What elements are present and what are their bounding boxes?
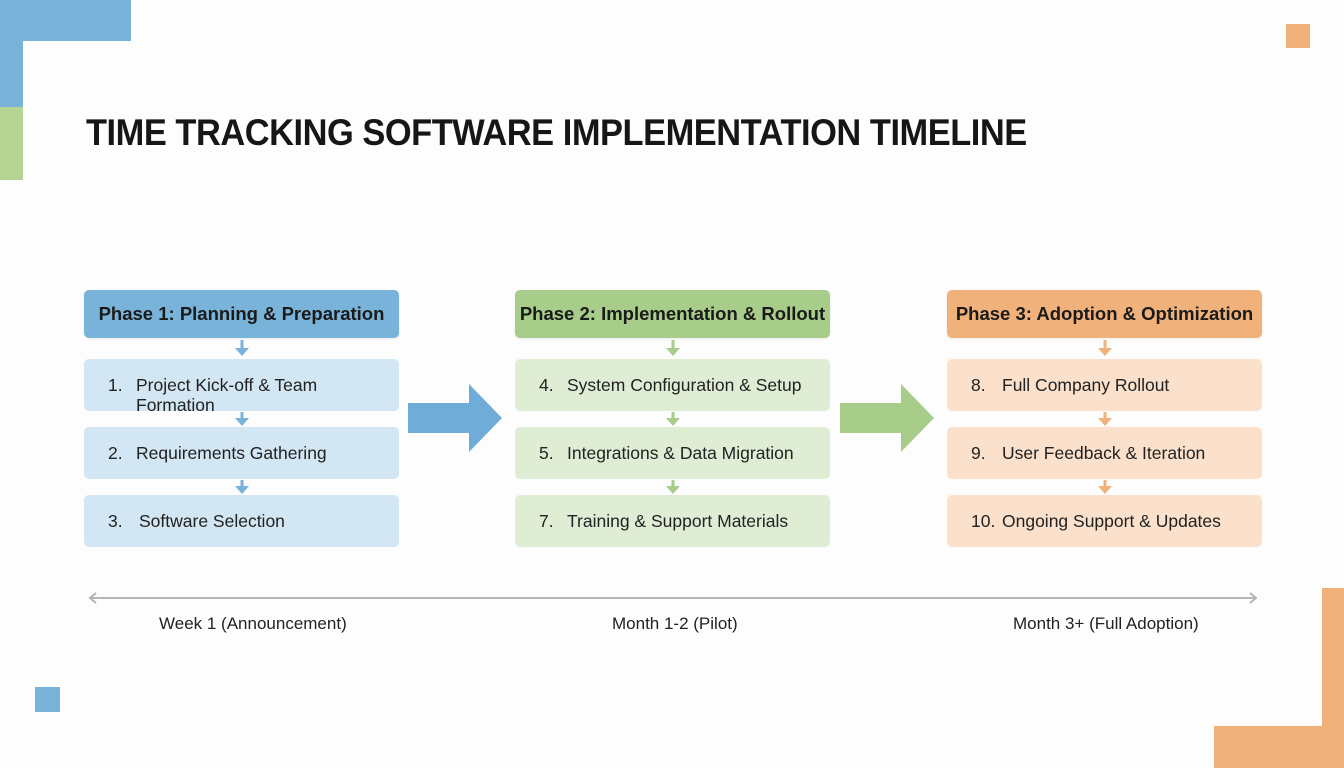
step-item: 10. Ongoing Support & Updates: [947, 495, 1262, 547]
down-arrow-icon: [515, 411, 830, 427]
corner-decoration-orange-bottom: [1214, 726, 1344, 768]
step-item: 7. Training & Support Materials: [515, 495, 830, 547]
timeline-label-month1-2: Month 1-2 (Pilot): [612, 614, 738, 633]
step-number: 2.: [108, 443, 123, 463]
step-number: 1.: [108, 375, 123, 395]
step-number: 9.: [971, 443, 986, 463]
step-number: 3.: [108, 511, 123, 531]
down-arrow-icon: [947, 338, 1262, 359]
step-item: 4. System Configuration & Setup: [515, 359, 830, 411]
down-arrow-icon: [84, 338, 399, 359]
timeline-axis: [88, 592, 1258, 604]
down-arrow-icon: [84, 411, 399, 427]
down-arrow-icon: [947, 411, 1262, 427]
right-arrow-icon: [408, 384, 502, 452]
corner-decoration-blue-left: [0, 0, 23, 107]
step-label: System Configuration & Setup: [567, 375, 802, 395]
step-item: 1. Project Kick-off & Team Formation: [84, 359, 399, 415]
step-label: Ongoing Support & Updates: [1002, 511, 1221, 531]
down-arrow-icon: [515, 479, 830, 495]
step-label: Project Kick-off & Team Formation: [136, 375, 318, 415]
step-label: Integrations & Data Migration: [567, 443, 794, 463]
phase-1-header: Phase 1: Planning & Preparation: [84, 290, 399, 338]
phase-1-column: Phase 1: Planning & Preparation 1. Proje…: [84, 290, 399, 547]
step-label: Requirements Gathering: [136, 443, 327, 463]
step-number: 10.: [971, 511, 996, 531]
down-arrow-icon: [947, 479, 1262, 495]
step-number: 7.: [539, 511, 554, 531]
step-item: 5. Integrations & Data Migration: [515, 427, 830, 479]
corner-decoration-orange-right: [1322, 588, 1344, 768]
timeline-label-month3: Month 3+ (Full Adoption): [1013, 614, 1199, 633]
down-arrow-icon: [84, 479, 399, 495]
page-title: TIME TRACKING SOFTWARE IMPLEMENTATION TI…: [86, 112, 1027, 153]
step-item: 2. Requirements Gathering: [84, 427, 399, 479]
step-number: 5.: [539, 443, 554, 463]
square-decoration-blue: [35, 687, 60, 712]
step-number: 4.: [539, 375, 554, 395]
right-arrow-icon: [840, 384, 934, 452]
down-arrow-icon: [515, 338, 830, 359]
step-label: Full Company Rollout: [1002, 375, 1170, 395]
step-number: 8.: [971, 375, 986, 395]
phase-2-header: Phase 2: Implementation & Rollout: [515, 290, 830, 338]
step-label: User Feedback & Iteration: [1002, 443, 1206, 463]
phase-3-column: Phase 3: Adoption & Optimization 8. Full…: [947, 290, 1262, 547]
step-item: 8. Full Company Rollout: [947, 359, 1262, 411]
step-item: 9. User Feedback & Iteration: [947, 427, 1262, 479]
phase-3-header: Phase 3: Adoption & Optimization: [947, 290, 1262, 338]
phase-2-column: Phase 2: Implementation & Rollout 4. Sys…: [515, 290, 830, 547]
step-label: Software Selection: [139, 511, 285, 531]
step-label: Training & Support Materials: [567, 511, 789, 531]
timeline-label-week1: Week 1 (Announcement): [159, 614, 347, 633]
square-decoration-orange: [1286, 24, 1310, 48]
step-item: 3. Software Selection: [84, 495, 399, 547]
corner-decoration-green-left: [0, 107, 23, 180]
